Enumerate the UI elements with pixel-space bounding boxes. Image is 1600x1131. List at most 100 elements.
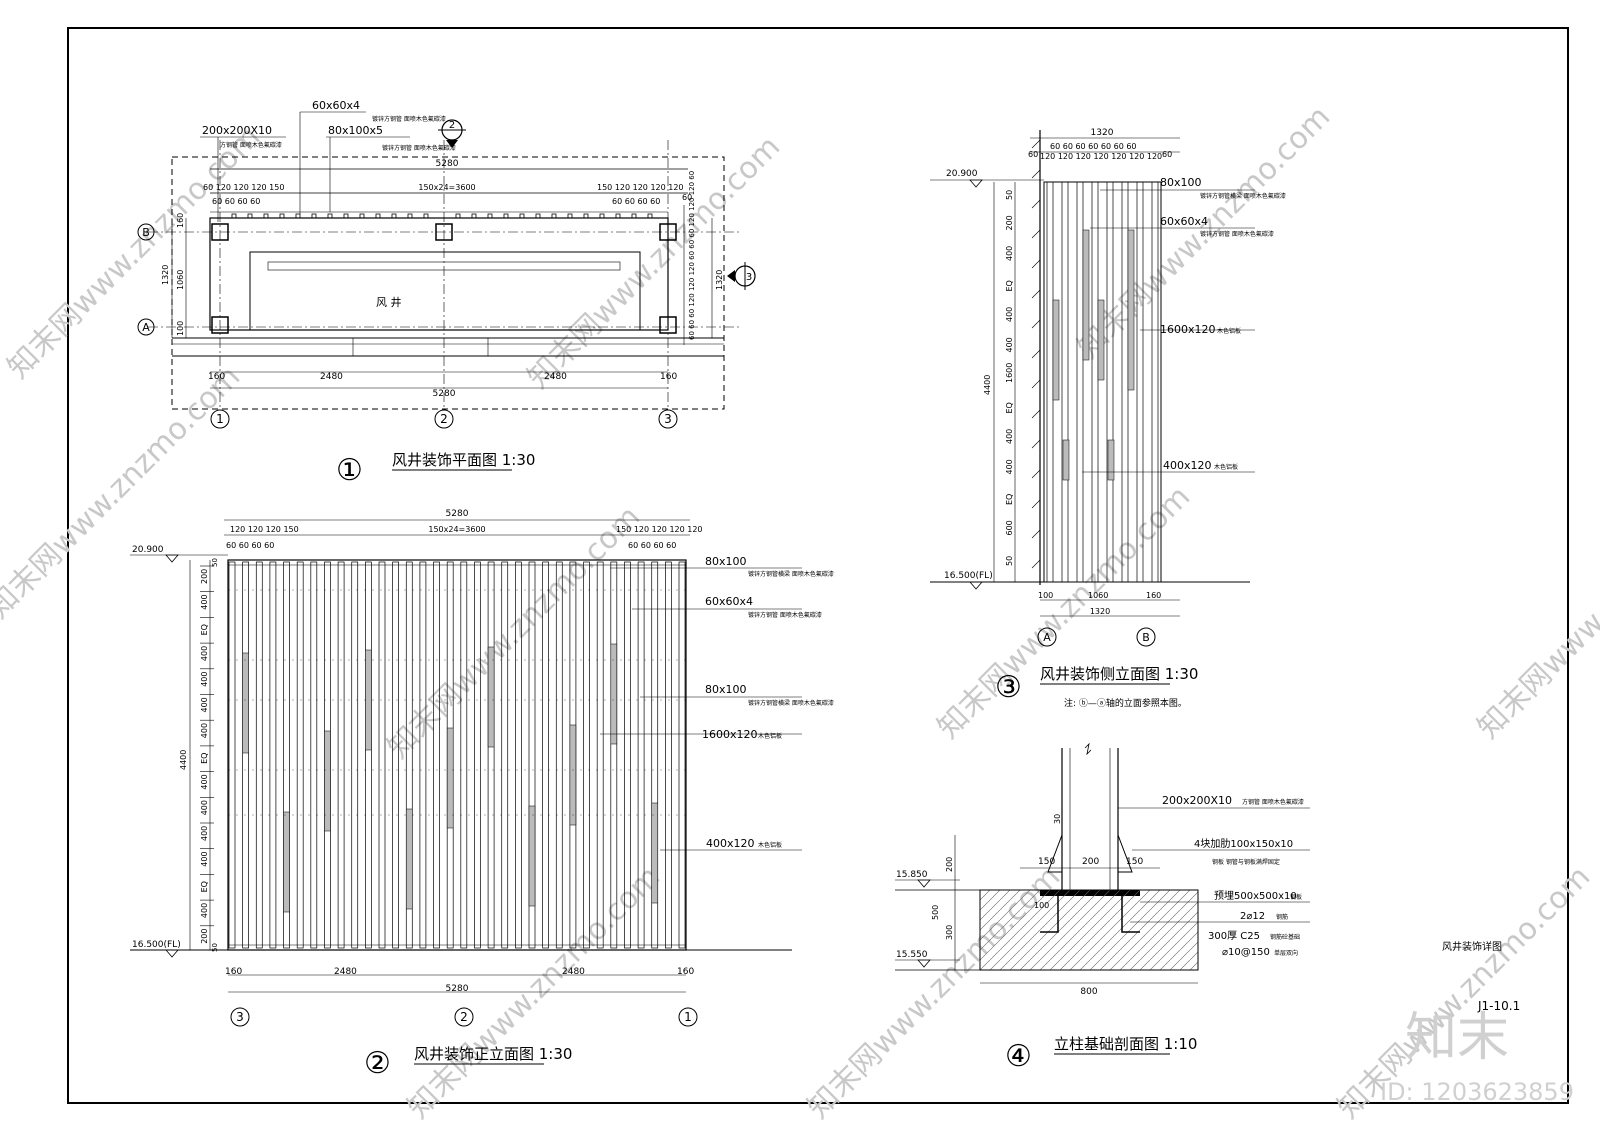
slat xyxy=(392,561,399,949)
id-label: ID: 1203623859 xyxy=(1380,1078,1574,1106)
side-level-bot: 16.500(FL) xyxy=(944,571,993,581)
plan-shaft xyxy=(249,251,641,331)
slat xyxy=(474,561,481,949)
slat xyxy=(283,561,290,949)
plan-title: 风井装饰平面图 1:30 xyxy=(392,451,535,469)
front-left-dim: 400 xyxy=(200,646,209,661)
side-number: ③ xyxy=(995,670,1022,705)
front-label-3: 80x100 xyxy=(705,683,747,696)
detail-label-2: 4块加肋100x150x10 xyxy=(1194,837,1293,850)
axis-bubble-1 xyxy=(210,409,230,429)
wood-panel xyxy=(242,652,249,754)
front-dim-bot-160-b: 160 xyxy=(677,967,694,977)
front-dim-bot-160: 160 xyxy=(225,967,242,977)
front-left-dim: 200 xyxy=(200,569,209,584)
side-label-1: 80x100 xyxy=(1160,176,1202,189)
level-marker-icon xyxy=(969,179,983,188)
plan-dim-top-left: 60 120 120 120 150 xyxy=(203,183,284,192)
slat xyxy=(555,561,563,949)
axis-bubble-2 xyxy=(434,409,454,429)
detail-label-1: 200x200X10 xyxy=(1162,794,1232,807)
slat xyxy=(678,561,686,949)
side-dim-bot-1320: 1320 xyxy=(1090,607,1110,616)
front-label-1: 80x100 xyxy=(705,555,747,568)
detail-title: 立柱基础剖面图 1:10 xyxy=(1054,1035,1197,1053)
slat xyxy=(296,561,304,949)
side-left-dim: 50 xyxy=(1005,556,1014,566)
wood-panel xyxy=(651,802,658,904)
axis-bubble-a xyxy=(137,318,155,336)
plan-dim-total: 5280 xyxy=(436,159,459,169)
brand-logo: 知末 xyxy=(1405,1008,1509,1068)
plan-dim-bot-2480-b: 2480 xyxy=(544,372,567,382)
detail-label-2-note: 钢板 钢管与钢板满焊固定 xyxy=(1212,858,1280,866)
front-left-dim: 400 xyxy=(200,903,209,918)
side-label-1-note: 镀锌方钢管横梁 面喷木色氟碳漆 xyxy=(1200,192,1286,200)
side-label-4-note: 木色铝板 xyxy=(1214,463,1238,471)
slat xyxy=(1106,181,1114,583)
detail-dim-200: 200 xyxy=(945,857,954,872)
axis-bubble-b xyxy=(137,223,155,241)
slat xyxy=(378,561,386,949)
front-label-1-note: 镀锌方钢管横梁 面喷木色氟碳漆 xyxy=(748,570,834,578)
detail-label-3: 预埋500x500x10 xyxy=(1214,890,1297,902)
side-label-3-note: 木色铝板 xyxy=(1217,327,1241,335)
plan-dim-60: 60 xyxy=(682,193,692,202)
side-elevation: 1320 60 60 60 60 60 60 60 120 120 120 12… xyxy=(930,128,1286,709)
slat xyxy=(665,561,672,949)
wood-panel xyxy=(283,811,290,913)
front-dim-50-bot: 50 xyxy=(211,943,219,952)
detail-dim-300: 300 xyxy=(945,925,954,940)
wood-panel xyxy=(1107,439,1115,481)
front-left-dim: 400 xyxy=(200,774,209,789)
sheet-drawing-title: 风井装饰详图 xyxy=(1442,940,1502,953)
slat xyxy=(351,561,359,949)
front-label-4-note: 木色铝板 xyxy=(758,732,782,740)
slat xyxy=(501,561,509,949)
side-dim-bot-1060: 1060 xyxy=(1088,591,1108,600)
side-left-dim: 400 xyxy=(1005,337,1014,352)
side-left-dim: 400 xyxy=(1005,429,1014,444)
detail-label-6-note: 单层双向 xyxy=(1274,949,1298,957)
front-left-dim: 400 xyxy=(200,697,209,712)
wood-panel xyxy=(324,730,331,832)
section-mark-2-label: 2 xyxy=(449,120,455,131)
detail-dim-150-r: 150 xyxy=(1126,857,1143,867)
slat xyxy=(228,561,236,949)
front-label-4: 1600x120 xyxy=(702,728,758,741)
plan-number: ① xyxy=(336,453,363,488)
footing-detail: 15.850 15.550 200 500 300 30 150 200 150… xyxy=(895,742,1310,1074)
slat xyxy=(242,561,249,949)
plan-callout-3: 80x100x5 xyxy=(328,124,383,137)
detail-level-2: 15.550 xyxy=(896,950,928,960)
wood-panel xyxy=(1062,439,1070,481)
slat xyxy=(365,561,372,949)
front-number: ② xyxy=(364,1046,391,1081)
wood-panel xyxy=(1082,229,1090,361)
front-left-dim: EQ xyxy=(200,881,209,892)
front-dim-top-left: 120 120 120 150 xyxy=(230,525,299,534)
axis-bubble-2 xyxy=(454,1007,474,1027)
side-note: 注: ⓑ—ⓐ轴的立面参照本图。 xyxy=(1064,697,1187,709)
plan-dim-100: 100 xyxy=(176,321,185,336)
front-dim-50-top: 50 xyxy=(211,558,219,567)
front-title: 风井装饰正立面图 1:30 xyxy=(414,1045,572,1063)
slat xyxy=(596,561,604,949)
detail-label-5-note: 钢筋砼基础 xyxy=(1270,933,1300,941)
side-label-3: 1600x120 xyxy=(1160,323,1216,336)
plan-dim-bot-total: 5280 xyxy=(433,389,456,399)
axis-label-2: 2 xyxy=(440,412,448,426)
side-dim-60-r: 60 xyxy=(1162,150,1172,159)
wall-hatch xyxy=(1031,139,1041,569)
watermark-text: 知末网www.znzmo.com xyxy=(381,499,647,765)
side-dim-top-row: 60 60 60 60 60 60 60 xyxy=(1050,142,1137,151)
plan-dim-bot-160-b: 160 xyxy=(660,372,677,382)
front-label-2: 60x60x4 xyxy=(705,595,753,608)
axis-label-a: A xyxy=(142,321,150,334)
plan-callout-1-note: 镀锌方钢管 面喷木色氟碳漆 xyxy=(372,115,446,123)
level-marker-icon xyxy=(917,879,931,888)
slat xyxy=(460,561,468,949)
front-dim-top-left-2: 60 60 60 60 xyxy=(226,541,274,550)
side-dim-top-row-2: 120 120 120 120 120 120 120 xyxy=(1040,152,1162,161)
